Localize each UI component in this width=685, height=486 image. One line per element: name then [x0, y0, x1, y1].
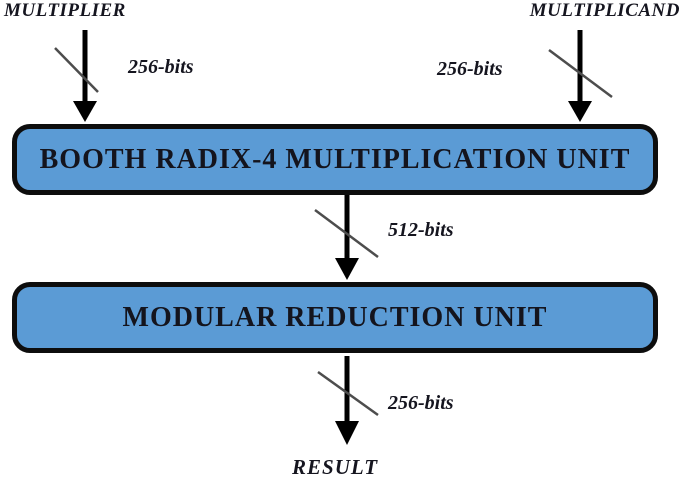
bus-width-label-result: 256-bits	[388, 392, 454, 414]
bus-width-slash-multiplier	[54, 47, 99, 93]
bus-width-label-multiplier: 256-bits	[128, 56, 194, 78]
multiplicand-input-arrow	[568, 30, 592, 122]
multiplier-input-arrow	[73, 30, 97, 122]
bus-width-slash-product	[314, 208, 379, 259]
block-booth-radix4-multiplication-unit: BOOTH RADIX-4 MULTIPLICATION UNIT	[12, 124, 658, 195]
output-label-result: RESULT	[292, 455, 379, 479]
bus-width-label-multiplicand: 256-bits	[437, 58, 503, 80]
product-bus-arrow	[335, 194, 359, 280]
bus-width-slash-multiplicand	[548, 48, 613, 99]
result-output-arrow	[335, 356, 359, 445]
input-label-multiplicand: MULTIPLICAND	[529, 0, 680, 21]
bus-width-label-product: 512-bits	[388, 219, 454, 241]
bus-width-slash-result	[317, 370, 379, 417]
input-label-multiplier: MULTIPLIER	[4, 0, 126, 21]
block-modular-reduction-unit: MODULAR REDUCTION UNIT	[12, 282, 658, 353]
